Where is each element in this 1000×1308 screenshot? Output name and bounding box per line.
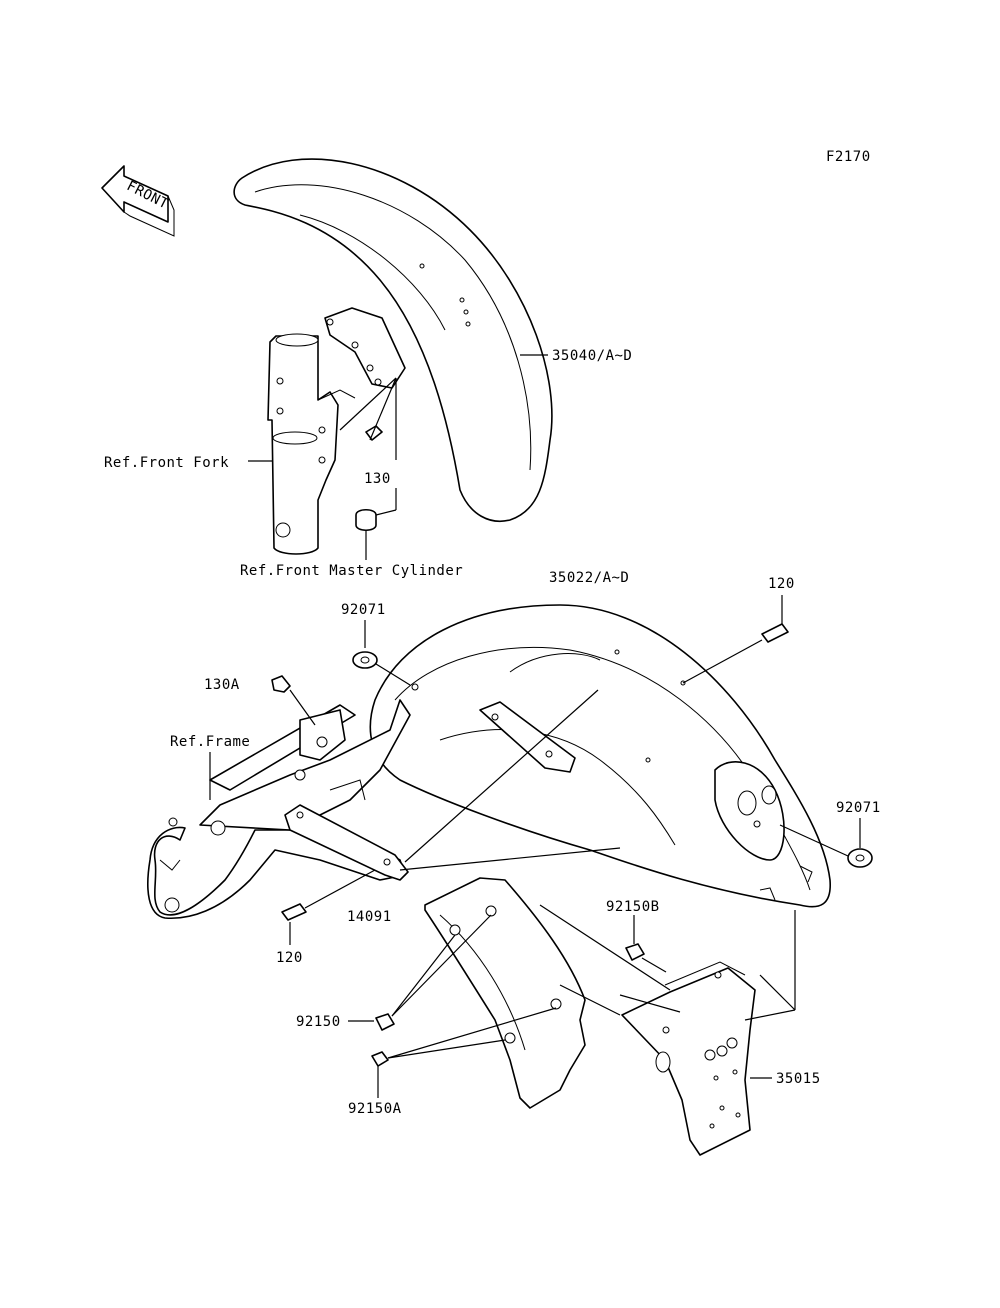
label-bolt-120-bottom: 120	[276, 950, 303, 966]
bolt-130a	[271, 675, 316, 726]
label-bolt-130a: 130A	[204, 677, 240, 693]
front-fender	[233, 158, 553, 522]
label-collar-92150b: 92150B	[606, 899, 660, 915]
bolt-120-top	[682, 595, 789, 684]
collar-92150	[348, 914, 492, 1031]
label-collar-92150a: 92150A	[348, 1101, 402, 1117]
grommet-right	[779, 818, 873, 868]
bracket-35015	[621, 961, 756, 1156]
label-grommet-right: 92071	[836, 800, 881, 816]
inner-fender	[424, 877, 586, 1109]
label-bolt-130: 130	[364, 471, 391, 487]
label-collar-92150: 92150	[296, 1014, 341, 1030]
label-bolt-120-top: 120	[768, 576, 795, 592]
figure-code: F2170	[826, 149, 871, 165]
rear-fender	[369, 604, 831, 908]
label-stay-14091: 14091	[347, 909, 392, 925]
label-grommet-top: 92071	[341, 602, 386, 618]
collar-92150b	[625, 915, 667, 973]
front-arrow-icon: FRONT	[101, 165, 175, 237]
grommet-top	[352, 620, 411, 686]
label-ref-frame: Ref.Frame	[170, 734, 250, 750]
front-fork-ref	[267, 333, 356, 555]
label-ref-master-cylinder: Ref.Front Master Cylinder	[240, 563, 463, 579]
label-ref-front-fork: Ref.Front Fork	[104, 455, 229, 471]
collar-92150a	[371, 1007, 557, 1098]
label-front-fender: 35040/A~D	[552, 348, 632, 364]
bolt-120-bottom	[281, 869, 376, 945]
stay-14091	[284, 804, 409, 881]
bolt-130	[355, 425, 383, 532]
label-plate-35015: 35015	[776, 1071, 821, 1087]
label-rear-fender: 35022/A~D	[549, 570, 629, 586]
